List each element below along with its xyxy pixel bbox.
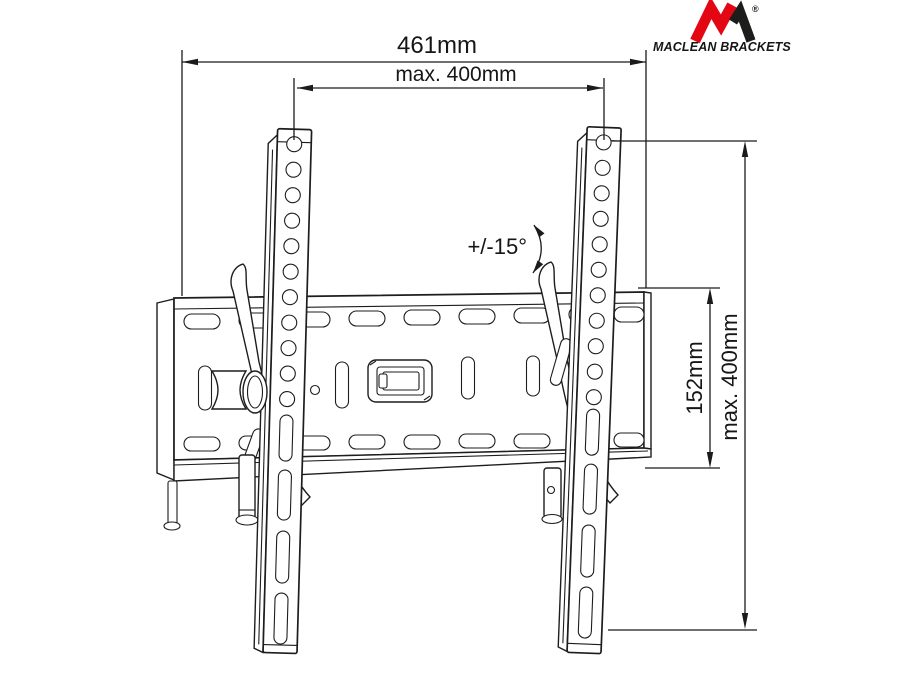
center-buckle [367,359,433,403]
dim-plate-height: 152mm [638,287,720,469]
dim-overall-width: 461mm [181,32,647,296]
vesa-width-label: max. 400mm [395,63,516,86]
plate-vertical-slots [197,355,541,411]
wall-plate-right-cap [643,291,652,450]
right-rail-slots [577,408,601,639]
dim-vesa-width: max. 400mm [293,63,605,140]
overall-width-label: 461mm [397,32,477,59]
maclean-logo: ® MACLEAN BRACKETS [653,0,791,54]
tension-knob [210,370,268,414]
right-vesa-rail [557,125,622,655]
right-safety-hook [541,467,563,525]
right-rail-holes [585,134,612,406]
registered-mark-icon: ® [752,4,759,14]
left-cap-lower-tab [163,480,181,531]
logo-brand-text: MACLEAN BRACKETS [653,40,791,54]
left-rail-holes [279,136,303,408]
left-rail-slots [273,414,294,645]
logo-m-black-icon [728,0,756,43]
tilt-angle-annotation: +/-15° [467,224,545,274]
left-safety-hook [235,454,259,526]
wall-plate-left-cap [156,298,175,482]
tilt-angle-label: +/-15° [467,234,527,259]
dim-vesa-height: max. 400mm [608,140,757,631]
plate-height-label: 152mm [682,341,707,414]
plate-screw-left [309,384,321,396]
right-tilt-arm [538,261,619,505]
right-arm-slot [549,338,573,386]
plate-slot-row-top [183,306,645,330]
vesa-height-label: max. 400mm [717,313,742,440]
logo-m-red-icon [690,0,737,44]
